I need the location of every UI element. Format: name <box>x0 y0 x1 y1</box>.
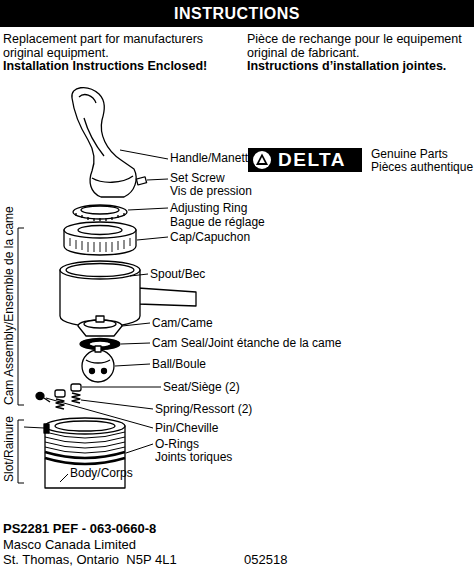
date-code: 052518 <box>244 552 287 567</box>
spout-top <box>60 261 140 279</box>
leader-line <box>81 400 153 409</box>
leader-line <box>60 474 68 482</box>
part-name: Seat/Siège (2) <box>163 381 240 394</box>
leader-line <box>122 323 150 326</box>
bracket <box>18 420 24 483</box>
leader-line <box>130 274 148 276</box>
body-slot <box>44 424 49 433</box>
handle-part <box>72 88 136 197</box>
maker-name: Masco Canada Limited <box>3 537 136 552</box>
leader-line <box>46 398 153 428</box>
leader-line <box>121 343 150 344</box>
brand-name: DELTA <box>278 149 346 170</box>
leader-line <box>126 444 153 453</box>
header-text: INSTRUCTIONS <box>174 5 300 22</box>
spring-part <box>72 393 80 403</box>
ball-hole <box>90 369 95 374</box>
ball-part <box>82 350 114 382</box>
body-inner <box>55 421 115 431</box>
brand-tagline: Pièces authentique <box>371 161 473 174</box>
logo-triangle <box>256 154 268 166</box>
part-name: Ball/Boule <box>152 358 206 371</box>
logo-symbol <box>248 148 276 172</box>
part-name: Vis de pression <box>170 185 252 198</box>
part-number: PS2281 PEF - 063-0660-8 <box>3 521 156 536</box>
part-name: Cam Seal/Joint étanche de la came <box>152 337 341 350</box>
intro-note: Instructions d’installation jointes. <box>247 60 472 74</box>
group-name: Cam Assembly/Ensemble de la came <box>3 206 16 405</box>
header-band: INSTRUCTIONS <box>0 0 474 27</box>
text-column: Replacement part for manufacturers origi… <box>3 33 241 74</box>
part-name: Joints toriques <box>155 451 232 464</box>
text-column: Pièce de rechange pour le equipement ori… <box>247 33 472 74</box>
seat-part <box>71 384 81 391</box>
part-name: Bague de réglage <box>170 216 265 229</box>
cam-tab <box>96 316 104 322</box>
leader-line <box>120 150 168 159</box>
seat-part <box>55 390 65 397</box>
logo-circle <box>253 151 271 169</box>
brand-tagline: Genuine Parts <box>371 148 448 161</box>
part-name: Set Screw <box>170 172 225 185</box>
leader-line <box>137 237 168 240</box>
pin-part <box>36 393 44 400</box>
part-name: Spout/Bec <box>150 268 205 281</box>
adjusting-ring-inner <box>81 206 119 214</box>
set-screw-part <box>136 177 146 185</box>
leader-line <box>82 387 161 388</box>
logo-triangle-cut <box>259 157 265 163</box>
intro-note: Installation Instructions Enclosed! <box>3 60 241 74</box>
adjusting-ring-teeth <box>76 213 124 221</box>
group-name: Slot/Rainure <box>3 416 16 482</box>
intro-text: Replacement part for manufacturers origi… <box>3 33 241 60</box>
ball-stem <box>95 346 101 352</box>
spout-inner <box>66 264 134 277</box>
handle-hub <box>92 176 133 182</box>
ball-hole <box>102 369 107 374</box>
ball-slot <box>86 360 110 363</box>
bracket <box>18 228 24 405</box>
part-name: O-Rings <box>155 438 199 451</box>
handle-highlight <box>79 95 104 156</box>
leader-line <box>128 208 168 210</box>
body-threads <box>45 432 125 453</box>
cap-knurl <box>70 238 130 252</box>
part-name: Spring/Ressort (2) <box>155 403 252 416</box>
part-name: Cap/Capuchon <box>170 231 250 244</box>
spring-part <box>56 399 64 409</box>
leader-line <box>147 179 168 180</box>
part-name: Cam/Came <box>152 317 213 330</box>
leader-line <box>24 427 44 428</box>
adjusting-ring-part <box>73 205 127 219</box>
spout-arm <box>138 288 196 306</box>
part-name: Handle/Manette <box>170 152 255 165</box>
body-top <box>45 418 125 434</box>
o-ring-part <box>45 452 125 464</box>
part-name: Adjusting Ring <box>170 202 247 215</box>
maker-address: St. Thomas, Ontario N5P 4L1 <box>3 552 177 567</box>
cap-top <box>64 222 136 238</box>
part-name: Body/Corps <box>70 467 133 480</box>
intro-text: Pièce de rechange pour le equipement ori… <box>247 33 472 60</box>
leader-line <box>115 364 150 366</box>
cap-hole <box>78 226 122 235</box>
part-name: Pin/Cheville <box>155 422 218 435</box>
